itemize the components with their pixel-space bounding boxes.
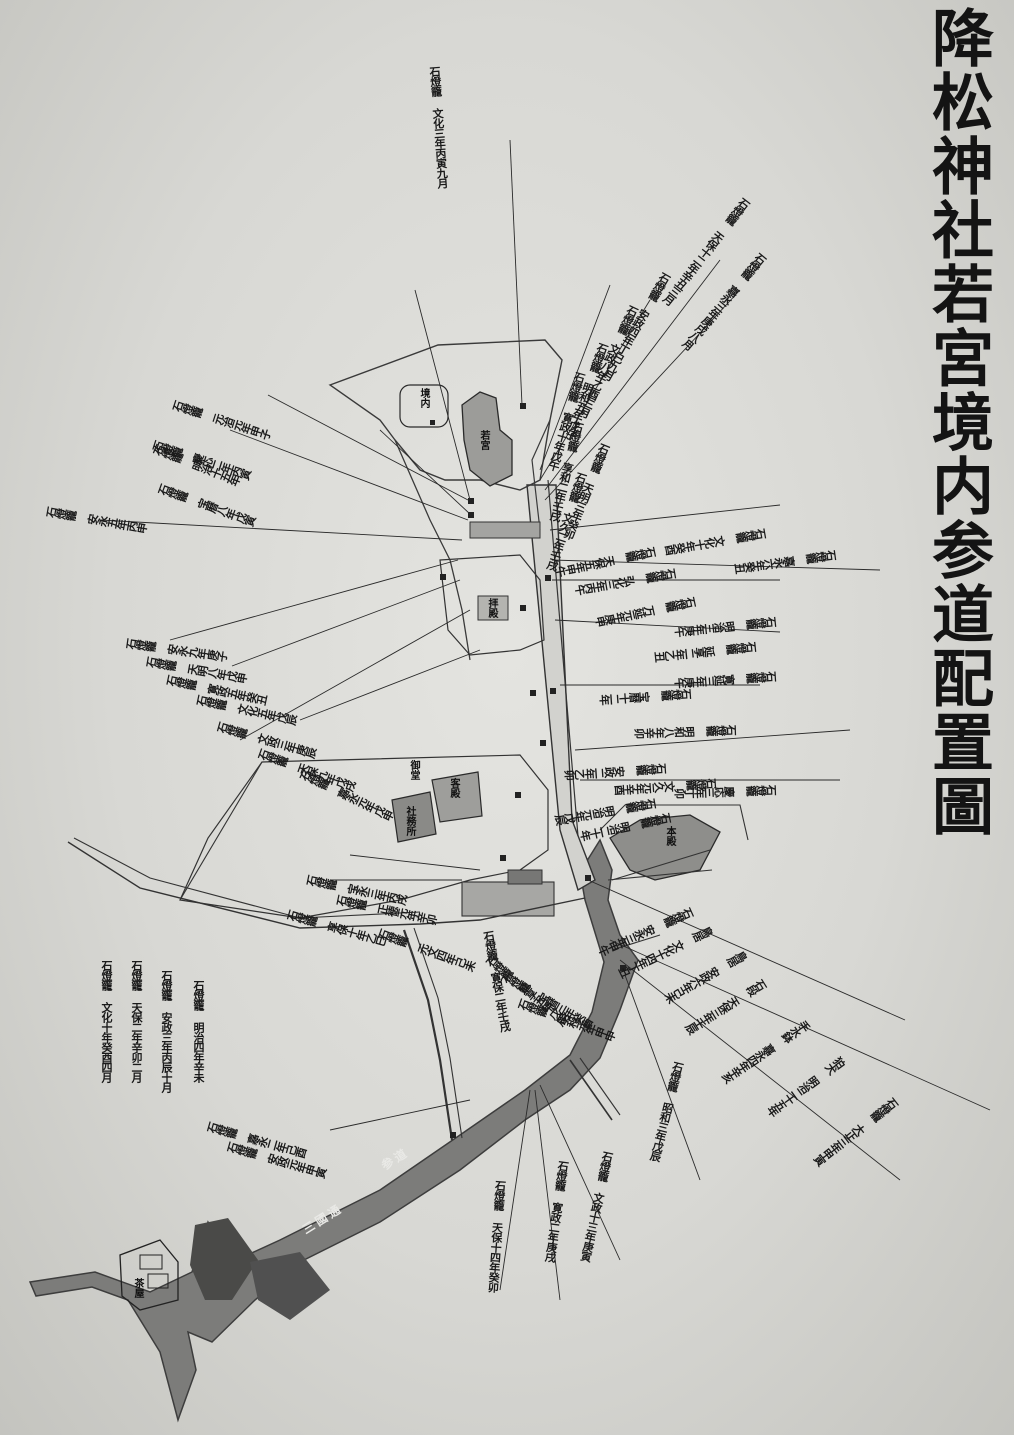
map-title: 降松神社若宮境内参道配置圖	[921, 6, 994, 838]
label-west-hall-b: 客殿	[448, 778, 459, 798]
approach-road	[28, 838, 639, 1423]
left-label-3: 石燈籠 明治四年辛未	[192, 980, 205, 1082]
label-sw-house: 茶屋	[132, 1278, 143, 1298]
upper-precinct	[328, 339, 563, 491]
label-west-hall-a: 御堂	[408, 760, 419, 780]
lower-right-blot	[250, 1252, 330, 1320]
mid-terrace	[439, 554, 545, 656]
lantern-label-34: 石燈籠 慶応三年丁卯	[674, 783, 778, 800]
west-wall	[394, 439, 471, 661]
lower-left-blot	[190, 1218, 258, 1300]
label-east-hall: 本殿	[664, 826, 675, 846]
label-annex: 社務所	[404, 806, 415, 836]
west-compound	[179, 754, 549, 919]
left-label-0: 石燈籠 文化十年癸酉四月	[100, 960, 113, 1082]
leader-lines	[99, 139, 991, 1301]
left-label-2: 石燈籠 安政三年丙辰十月	[160, 970, 173, 1092]
label-hall: 拝殿	[486, 598, 497, 618]
cross-road	[67, 841, 586, 929]
label-honden: 若宮	[478, 430, 489, 450]
label-precinct: 境内	[418, 388, 429, 408]
sw-house	[119, 1239, 179, 1311]
lantern-markers	[430, 403, 626, 1138]
lantern-label-24: 石燈籠 明和八年辛卯	[634, 723, 738, 740]
left-label-1: 石燈籠 天保二年辛卯二月	[130, 960, 143, 1082]
west-hall-a	[391, 791, 437, 843]
sando-path	[526, 484, 596, 892]
west-hall-b	[431, 771, 483, 823]
honden-shape	[461, 391, 513, 487]
east-hall	[609, 814, 721, 881]
